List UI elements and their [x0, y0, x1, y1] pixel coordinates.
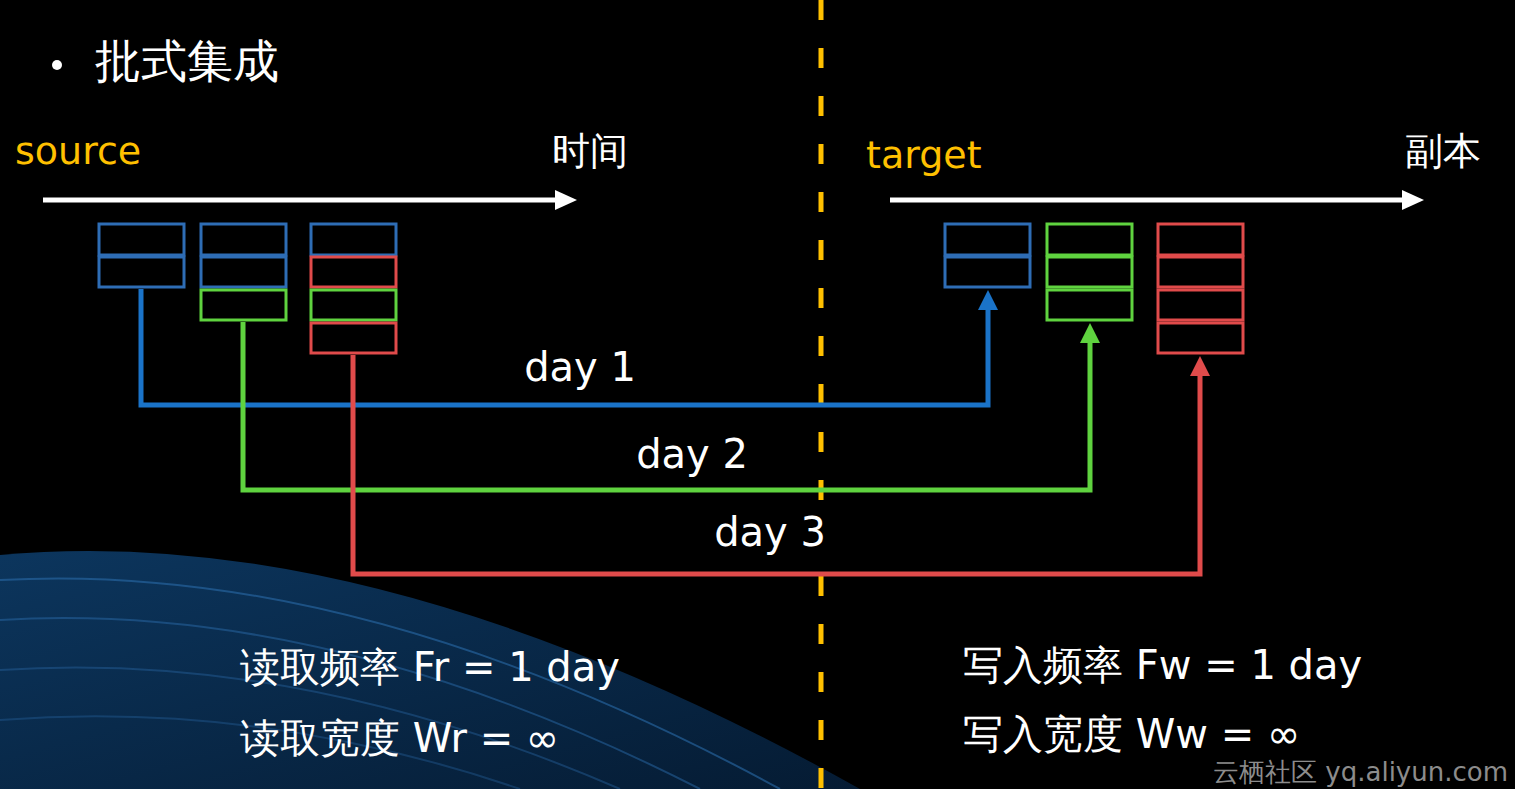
data-block — [1047, 290, 1132, 320]
data-block — [945, 257, 1030, 287]
data-block — [311, 323, 396, 353]
data-block — [201, 290, 286, 320]
data-block — [1047, 224, 1132, 255]
axis-arrow — [43, 198, 558, 203]
metric-note: 写入频率 Fw = 1 day — [963, 643, 1362, 687]
arrow-head — [1080, 323, 1100, 343]
wave-line — [0, 618, 700, 789]
flow-label: day 3 — [708, 510, 832, 554]
axis-label: 时间 — [552, 131, 628, 173]
data-block — [201, 257, 286, 287]
flow-label: day 1 — [518, 345, 642, 389]
data-block — [201, 224, 286, 255]
wave-line — [0, 578, 780, 789]
divider-line — [819, 0, 824, 789]
metric-note: 写入宽度 Ww = ∞ — [963, 712, 1300, 756]
data-block — [1158, 323, 1243, 353]
data-block — [1158, 224, 1243, 255]
data-block — [1047, 257, 1132, 287]
metric-note: 读取宽度 Wr = ∞ — [240, 716, 559, 760]
data-block — [311, 290, 396, 320]
flow-line — [141, 289, 988, 405]
metric-note: 读取频率 Fr = 1 day — [240, 645, 620, 689]
watermark: 云栖社区 yq.aliyun.com — [1213, 758, 1508, 787]
arrow-head — [1190, 356, 1210, 376]
data-block — [311, 224, 396, 255]
data-block — [945, 224, 1030, 255]
arrow-head — [555, 190, 577, 210]
axis-label: 副本 — [1405, 131, 1481, 173]
wave-band — [0, 551, 860, 789]
axis-name: source — [15, 131, 141, 173]
data-block — [99, 257, 184, 287]
axis-name: target — [866, 135, 982, 177]
data-block — [311, 257, 396, 287]
slide-title: 批式集成 — [95, 36, 279, 87]
flow-line — [243, 322, 1090, 490]
flow-line — [353, 355, 1200, 574]
data-block — [1158, 257, 1243, 287]
data-block — [99, 224, 184, 255]
bullet-dot — [52, 60, 62, 70]
axis-arrow — [890, 198, 1405, 203]
data-block — [1158, 290, 1243, 320]
flow-label: day 2 — [630, 432, 754, 476]
arrow-head — [1402, 190, 1424, 210]
arrow-head — [978, 290, 998, 310]
